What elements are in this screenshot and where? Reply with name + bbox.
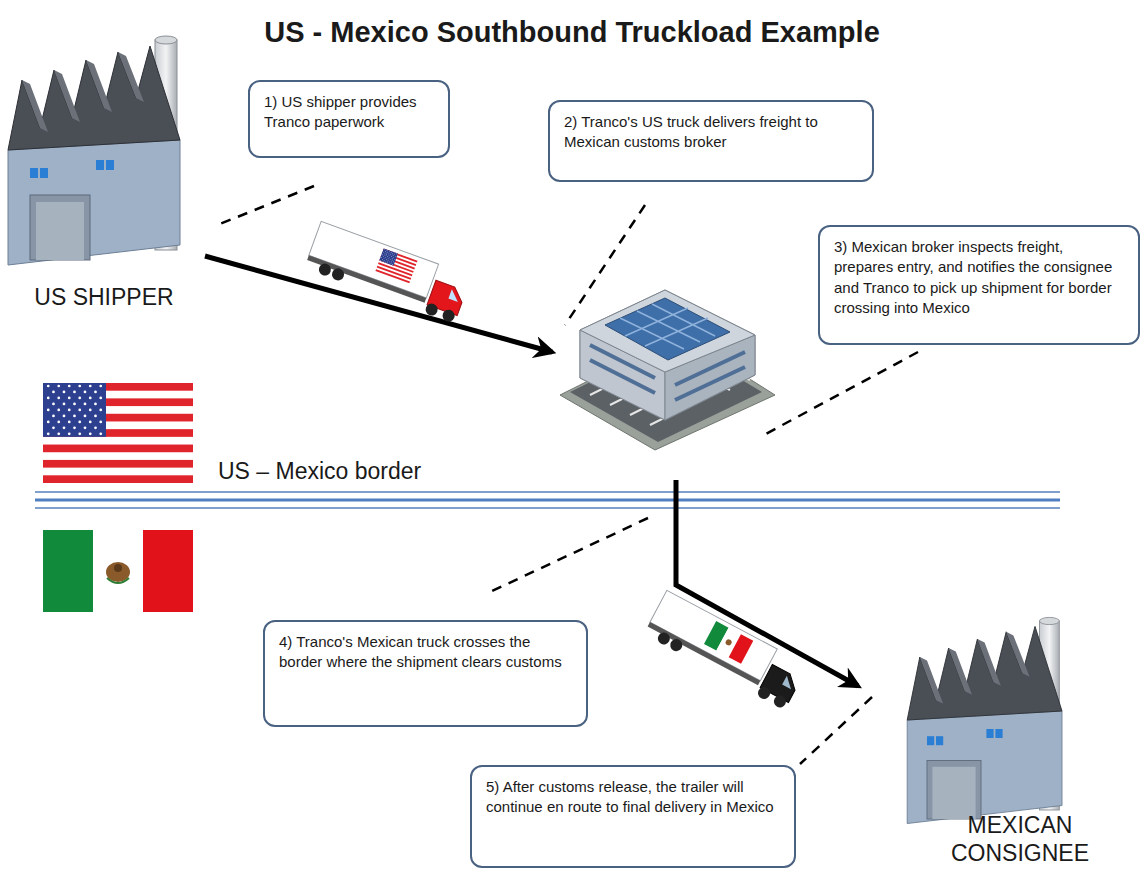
mexican-truck — [643, 590, 808, 710]
callout-box: 3) Mexican broker inspects freight, prep… — [818, 225, 1140, 345]
factory-consignee — [907, 617, 1062, 823]
callout-text: 5) After customs release, the trailer wi… — [486, 777, 780, 818]
callout-box: 1) US shipper provides Tranco paperwork — [248, 80, 450, 158]
border-label: US – Mexico border — [218, 458, 518, 486]
border-line — [35, 492, 1060, 508]
site-label: MEXICAN CONSIGNEE — [935, 812, 1105, 867]
mexico-flag — [43, 530, 193, 612]
callout-text: 1) US shipper provides Tranco paperwork — [264, 92, 434, 133]
us-flag — [43, 383, 193, 483]
callout-text: 2) Tranco's US truck delivers freight to… — [564, 112, 858, 153]
leader-lines — [215, 186, 918, 764]
callout-box: 5) After customs release, the trailer wi… — [470, 765, 796, 868]
broker-building — [560, 290, 775, 450]
us-truck — [304, 221, 472, 324]
callout-box: 4) Tranco's Mexican truck crosses the bo… — [263, 620, 588, 727]
title: US - Mexico Southbound Truckload Example — [0, 16, 1144, 49]
callout-text: 4) Tranco's Mexican truck crosses the bo… — [279, 632, 572, 673]
callout-text: 3) Mexican broker inspects freight, prep… — [834, 237, 1124, 318]
callout-box: 2) Tranco's US truck delivers freight to… — [548, 100, 874, 182]
site-label: US SHIPPER — [4, 284, 204, 312]
factory-shipper — [8, 36, 180, 265]
